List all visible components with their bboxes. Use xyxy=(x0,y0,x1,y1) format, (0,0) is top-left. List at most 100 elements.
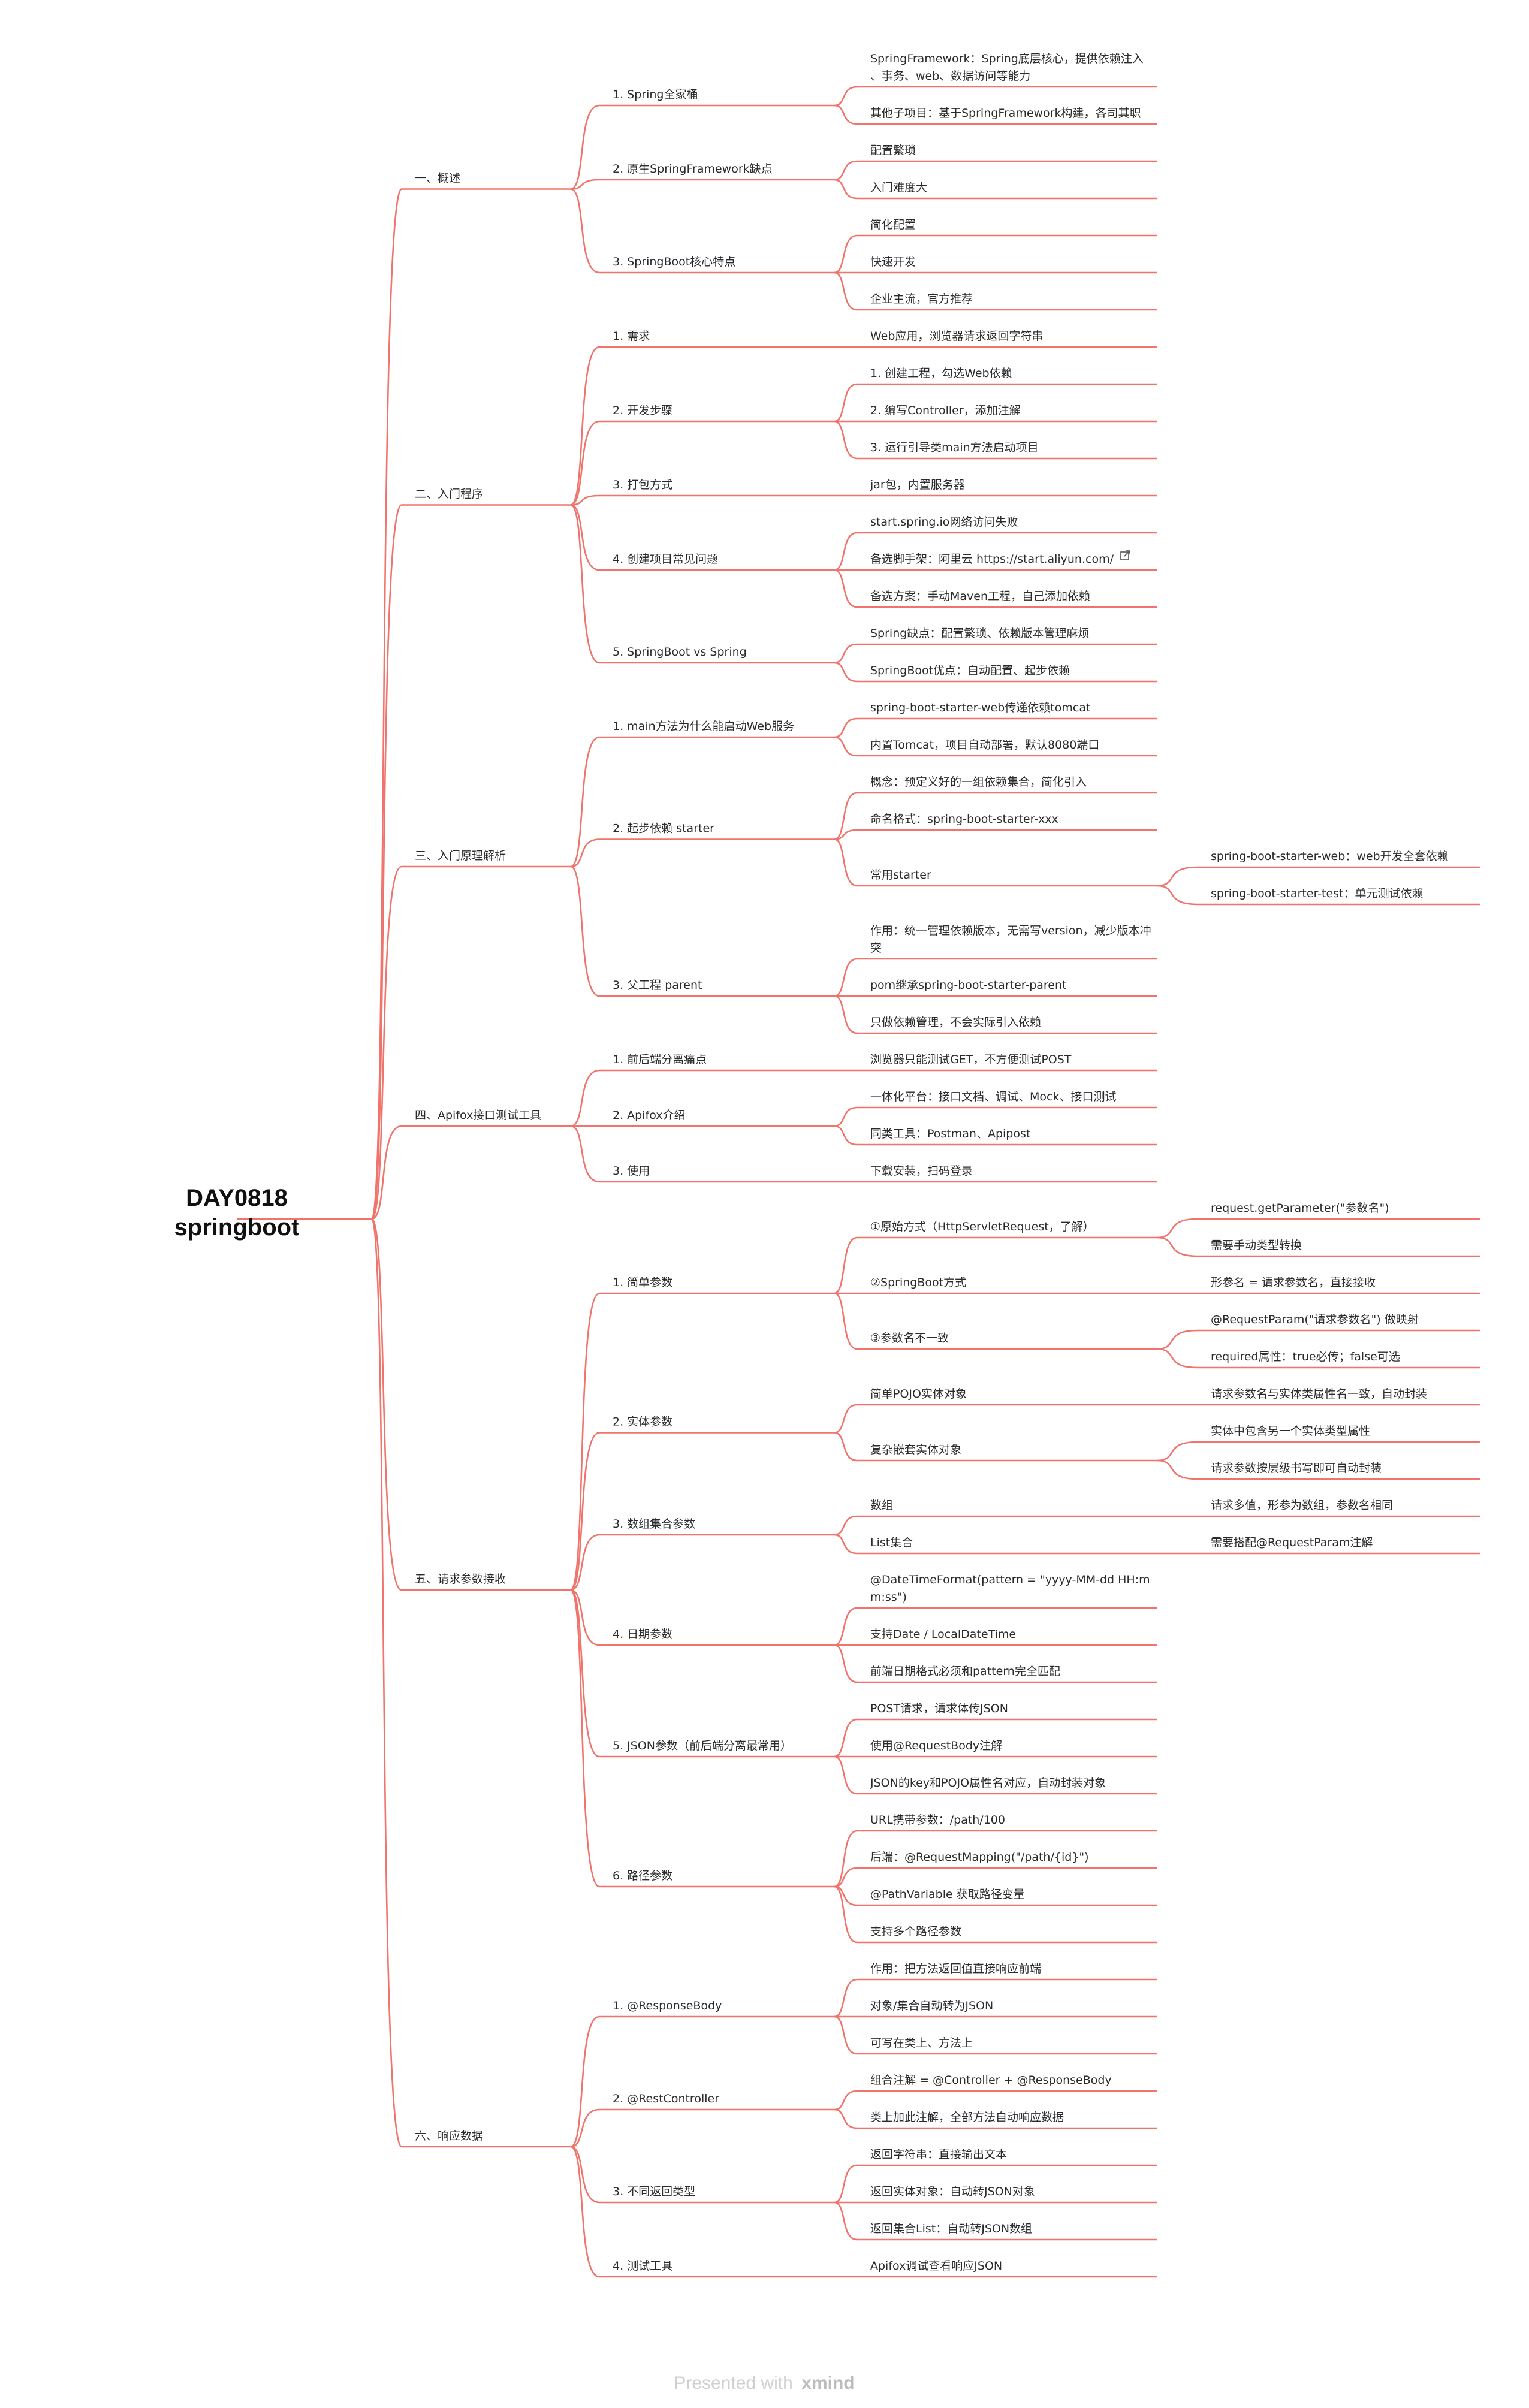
topic-depth-3[interactable]: 备选方案：手动Maven工程，自己添加依赖 xyxy=(870,590,1090,603)
topic-depth-2[interactable]: 2. @RestController xyxy=(613,2092,719,2105)
topic-depth-2[interactable]: 2. Apifox介绍 xyxy=(613,1109,685,1122)
topic-depth-3[interactable]: POST请求，请求体传JSON xyxy=(870,1702,1008,1715)
topic-depth-2[interactable]: 4. 日期参数 xyxy=(613,1628,672,1641)
topic-depth-2[interactable]: 6. 路径参数 xyxy=(613,1869,672,1882)
topic-depth-3[interactable]: URL携带参数：/path/100 xyxy=(870,1813,1005,1827)
topic-depth-3[interactable]: 简单POJO实体对象 xyxy=(870,1387,967,1401)
topic-depth-3[interactable]: 备选脚手架：阿里云 https://start.aliyun.com/ xyxy=(870,553,1114,566)
topic-depth-3[interactable]: spring-boot-starter-web传递依赖tomcat xyxy=(870,701,1090,714)
topic-depth-4[interactable]: 实体中包含另一个实体类型属性 xyxy=(1211,1425,1370,1438)
topic-depth-3[interactable]: 支持多个路径参数 xyxy=(870,1925,961,1938)
topic-depth-2[interactable]: 2. 实体参数 xyxy=(613,1416,672,1429)
topic-depth-2[interactable]: 2. 原生SpringFramework缺点 xyxy=(613,162,773,176)
topic-depth-4[interactable]: spring-boot-starter-test：单元测试依赖 xyxy=(1211,887,1424,900)
topic-depth-2[interactable]: 2. 开发步骤 xyxy=(613,404,672,417)
topic-depth-2[interactable]: 4. 创建项目常见问题 xyxy=(613,553,718,566)
topic-depth-3[interactable]: 类上加此注解，全部方法自动响应数据 xyxy=(870,2111,1064,2124)
topic-depth-3[interactable]: ①原始方式（HttpServletRequest，了解） xyxy=(870,1220,1094,1233)
topic-depth-3[interactable]: 命名格式：spring-boot-starter-xxx xyxy=(870,813,1058,826)
topic-depth-4[interactable]: 需要搭配@RequestParam注解 xyxy=(1211,1536,1373,1549)
topic-depth-3[interactable]: 返回字符串：直接输出文本 xyxy=(870,2148,1007,2161)
topic-depth-3[interactable]: 作用：把方法返回值直接响应前端 xyxy=(870,1962,1041,1975)
topic-depth-2[interactable]: 3. 使用 xyxy=(613,1164,650,1178)
topic-depth-3[interactable]: 对象/集合自动转为JSON xyxy=(870,1999,993,2012)
topic-depth-3[interactable]: 数组 xyxy=(870,1499,893,1512)
topic-depth-2[interactable]: 4. 测试工具 xyxy=(613,2259,672,2273)
topic-depth-2[interactable]: 3. 父工程 parent xyxy=(613,979,702,992)
topic-depth-3[interactable]: 返回集合List：自动转JSON数组 xyxy=(870,2222,1032,2235)
topic-depth-4[interactable]: 请求参数按层级书写即可自动封装 xyxy=(1211,1462,1382,1475)
topic-depth-2[interactable]: 3. 数组集合参数 xyxy=(613,1517,695,1531)
topic-depth-3[interactable]: 返回实体对象：自动转JSON对象 xyxy=(870,2185,1035,2198)
topic-depth-3[interactable]: jar包，内置服务器 xyxy=(870,478,965,491)
topic-depth-2[interactable]: 5. JSON参数（前后端分离最常用） xyxy=(613,1739,792,1752)
topic-depth-3[interactable]: Apifox调试查看响应JSON xyxy=(870,2259,1002,2273)
topic-depth-3[interactable]: 常用starter xyxy=(870,868,931,882)
topic-depth-2[interactable]: 1. 前后端分离痛点 xyxy=(613,1053,707,1066)
topic-depth-3[interactable]: 后端：@RequestMapping("/path/{id}") xyxy=(870,1851,1089,1864)
topic-depth-3[interactable]: 复杂嵌套实体对象 xyxy=(870,1443,961,1456)
topic-depth-4[interactable]: 请求参数名与实体类属性名一致，自动封装 xyxy=(1211,1387,1427,1401)
topic-depth-1[interactable]: 五、请求参数接收 xyxy=(415,1573,506,1586)
topic-depth-3[interactable]: 使用@RequestBody注解 xyxy=(870,1739,1002,1752)
topic-depth-2[interactable]: 3. SpringBoot核心特点 xyxy=(613,255,735,268)
topic-depth-4[interactable]: 形参名 = 请求参数名，直接接收 xyxy=(1211,1276,1376,1289)
topic-depth-4[interactable]: spring-boot-starter-web：web开发全套依赖 xyxy=(1211,850,1449,863)
topic-depth-3[interactable]: 2. 编写Controller，添加注解 xyxy=(870,404,1021,417)
topic-depth-1[interactable]: 二、入门程序 xyxy=(415,488,483,501)
topic-depth-3[interactable]: 入门难度大 xyxy=(870,181,927,194)
topic-depth-2[interactable]: 5. SpringBoot vs Spring xyxy=(613,645,747,659)
topic-depth-3[interactable]: 3. 运行引导类main方法启动项目 xyxy=(870,441,1039,454)
topic-depth-3[interactable]: 同类工具：Postman、Apipost xyxy=(870,1127,1030,1140)
topic-depth-2[interactable]: 2. 起步依赖 starter xyxy=(613,822,714,835)
topic-depth-3[interactable]: 内置Tomcat，项目自动部署，默认8080端口 xyxy=(870,738,1099,752)
topic-depth-2[interactable]: 3. 打包方式 xyxy=(613,478,672,491)
topic-depth-3[interactable]: 一体化平台：接口文档、调试、Mock、接口测试 xyxy=(870,1090,1116,1103)
topic-depth-1[interactable]: 一、概述 xyxy=(415,172,460,185)
topic-depth-4[interactable]: @RequestParam("请求参数名") 做映射 xyxy=(1211,1313,1419,1326)
topic-depth-2[interactable]: 1. Spring全家桶 xyxy=(613,88,698,101)
external-link-icon[interactable] xyxy=(1120,550,1130,560)
topic-depth-3[interactable]: @PathVariable 获取路径变量 xyxy=(870,1888,1025,1901)
topic-depth-3[interactable]: 只做依赖管理，不会实际引入依赖 xyxy=(870,1016,1041,1029)
topic-depth-4[interactable]: required属性：true必传；false可选 xyxy=(1211,1350,1400,1363)
topic-depth-1[interactable]: 四、Apifox接口测试工具 xyxy=(415,1109,541,1122)
topic-depth-3[interactable]: 概念：预定义好的一组依赖集合，简化引入 xyxy=(870,775,1087,789)
topic-depth-4[interactable]: 请求多值，形参为数组，参数名相同 xyxy=(1211,1499,1393,1512)
topic-depth-3[interactable]: Web应用，浏览器请求返回字符串 xyxy=(870,330,1043,343)
topic-depth-3[interactable]: 可写在类上、方法上 xyxy=(870,2036,973,2050)
topic-depth-3[interactable]: Spring缺点：配置繁琐、依赖版本管理麻烦 xyxy=(870,627,1089,640)
topic-depth-3[interactable]: JSON的key和POJO属性名对应，自动封装对象 xyxy=(870,1776,1106,1790)
topic-depth-3[interactable]: 支持Date / LocalDateTime xyxy=(870,1628,1016,1641)
topic-depth-3[interactable]: ②SpringBoot方式 xyxy=(870,1276,966,1289)
topic-depth-3[interactable]: List集合 xyxy=(870,1536,913,1549)
root-topic-line2[interactable]: springboot xyxy=(174,1214,300,1241)
topic-depth-2[interactable]: 1. 简单参数 xyxy=(613,1276,672,1289)
topic-depth-3[interactable]: 企业主流，官方推荐 xyxy=(870,292,973,306)
topic-depth-3[interactable]: ③参数名不一致 xyxy=(870,1332,949,1345)
topic-depth-3[interactable]: 其他子项目：基于SpringFramework构建，各司其职 xyxy=(870,107,1141,120)
topic-depth-3[interactable]: 前端日期格式必须和pattern完全匹配 xyxy=(870,1665,1060,1678)
topic-depth-3[interactable]: 作用：统一管理依赖版本，无需写version，减少版本冲突 xyxy=(870,924,1151,955)
topic-depth-3[interactable]: @DateTimeFormat(pattern = "yyyy-MM-dd HH… xyxy=(870,1573,1150,1604)
topic-depth-3[interactable]: 下载安装，扫码登录 xyxy=(870,1164,973,1178)
topic-depth-3[interactable]: pom继承spring-boot-starter-parent xyxy=(870,979,1067,992)
topic-depth-2[interactable]: 1. @ResponseBody xyxy=(613,1999,722,2012)
topic-depth-3[interactable]: 配置繁琐 xyxy=(870,144,916,157)
root-topic-line1[interactable]: DAY0818 xyxy=(186,1185,288,1211)
topic-depth-4[interactable]: 需要手动类型转换 xyxy=(1211,1239,1302,1252)
topic-depth-2[interactable]: 1. 需求 xyxy=(613,330,650,343)
topic-depth-1[interactable]: 三、入门原理解析 xyxy=(415,849,506,862)
topic-depth-3[interactable]: 组合注解 = @Controller + @ResponseBody xyxy=(870,2074,1112,2087)
topic-depth-4[interactable]: request.getParameter("参数名") xyxy=(1211,1202,1389,1215)
topic-depth-3[interactable]: SpringBoot优点：自动配置、起步依赖 xyxy=(870,664,1070,677)
topic-depth-3[interactable]: 快速开发 xyxy=(870,255,916,268)
topic-depth-3[interactable]: 浏览器只能测试GET，不方便测试POST xyxy=(870,1053,1072,1066)
topic-depth-3[interactable]: SpringFramework：Spring底层核心，提供依赖注入、事务、web… xyxy=(870,52,1144,83)
topic-depth-3[interactable]: 简化配置 xyxy=(870,218,916,231)
topic-depth-3[interactable]: start.spring.io网络访问失败 xyxy=(870,515,1018,529)
topic-depth-2[interactable]: 3. 不同返回类型 xyxy=(613,2185,695,2198)
topic-depth-1[interactable]: 六、响应数据 xyxy=(415,2129,483,2143)
topic-depth-2[interactable]: 1. main方法为什么能启动Web服务 xyxy=(613,720,794,733)
topic-depth-3[interactable]: 1. 创建工程，勾选Web依赖 xyxy=(870,367,1012,380)
